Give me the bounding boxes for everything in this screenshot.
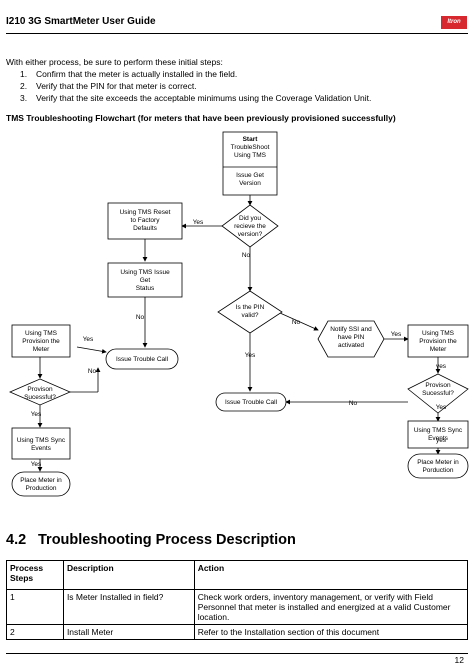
place-left-label-2: Production (25, 485, 56, 492)
edge-label: Yes (391, 331, 402, 338)
pin-label-1: Is the PIN (236, 304, 265, 311)
edge-label: Yes (436, 404, 447, 411)
place-right-label-2: Porduction (422, 467, 453, 474)
sync-right-label-1: Using TMS Sync (414, 427, 463, 434)
issue-call-2 (215, 392, 287, 412)
column-header: Description (62, 560, 195, 590)
intro-text: With either process, be sure to perform … (6, 57, 223, 67)
header-rule (6, 33, 468, 34)
table-cell: Is Meter Installed in field? (62, 589, 195, 625)
edge-label: No (136, 314, 145, 321)
sync-right-box (407, 420, 469, 449)
edge-label: No (292, 319, 301, 326)
prov-right-decision-1: Provison (425, 382, 451, 389)
prov-right-decision-2: Sucessful? (422, 390, 454, 397)
notify-label-3: activated (338, 342, 364, 349)
reset-label-3: Defaults (133, 225, 158, 232)
table-cell: Check work orders, inventory management,… (193, 589, 469, 625)
edge-label: No (242, 252, 251, 259)
sync-left-label-2: Events (31, 445, 52, 452)
edge-label: No (88, 368, 97, 375)
place-left (11, 471, 71, 497)
sync-left-label-1: Using TMS Sync (17, 437, 66, 444)
troubleshooting-flowchart: Start TroubleShoot Using TMS Issue Get V… (8, 131, 469, 497)
notify-box (317, 320, 385, 358)
initial-steps-list: 1.Confirm that the meter is actually ins… (20, 68, 371, 104)
table-cell: 1 (6, 589, 64, 625)
reset-label-2: to Factory (131, 217, 161, 224)
step-item: 1.Confirm that the meter is actually ins… (20, 69, 238, 79)
place-right-label-1: Place Meter in (417, 459, 459, 466)
prov-right-label-1: Using TMS (422, 330, 455, 337)
status-label-3: Status (136, 285, 155, 292)
version-label-1: Did you (239, 215, 261, 222)
issue-call-2-label: Issue Trouble Call (225, 399, 278, 406)
edge-label: yes (436, 437, 447, 444)
section-heading: 4.2 Troubleshooting Process Description (6, 532, 296, 548)
step-item: 2.Verify that the PIN for that meter is … (20, 81, 197, 91)
table-cell: Install Meter (62, 624, 195, 640)
table-cell: 2 (6, 624, 64, 640)
sync-right-label-2: Events (428, 435, 449, 442)
table-header-row: Process Steps Description Action (6, 560, 469, 590)
table-row: 1 Is Meter Installed in field? Check wor… (6, 589, 469, 625)
prov-left-label-3: Meter (33, 346, 50, 353)
start-box (222, 131, 278, 196)
sync-left-box (11, 427, 71, 460)
reset-defaults-box (107, 202, 183, 240)
status-label-1: Using TMS Issue (120, 269, 170, 276)
section-title: Troubleshooting Process Description (38, 532, 296, 548)
version-label-3: version? (238, 231, 263, 238)
table-row: 2 Install Meter Refer to the Installatio… (6, 624, 469, 640)
reset-label-1: Using TMS Reset (120, 209, 171, 216)
itron-logo: Itron (441, 16, 467, 29)
edge-label: Yes (31, 461, 42, 468)
version-label-2: recieve the (234, 223, 266, 230)
process-table: Process Steps Description Action 1 Is Me… (6, 560, 469, 640)
column-header: Process Steps (6, 560, 64, 590)
decision-prov-left (8, 378, 72, 406)
prov-right-label-3: Meter (430, 346, 447, 353)
edge-label: Yes (245, 352, 256, 359)
place-left-label-1: Place Meter in (20, 477, 62, 484)
pin-label-2: valid? (242, 312, 259, 319)
provision-right-box (407, 324, 469, 358)
decision-pin (217, 290, 283, 334)
step-item: 3.Verify that the site exceeds the accep… (20, 93, 372, 103)
provision-left-box (11, 324, 71, 358)
section-number: 4.2 (6, 532, 27, 548)
place-right (407, 453, 469, 479)
footer-rule (6, 653, 468, 654)
notify-label-1: Notify SSI and (330, 326, 372, 333)
decision-prov-right (407, 373, 469, 414)
status-label-2: Get (140, 277, 151, 284)
issue-status-box (107, 262, 183, 298)
prov-left-label-1: Using TMS (25, 330, 58, 337)
prov-left-label-2: Provision the (22, 338, 60, 345)
edge-label: No (349, 400, 358, 407)
edge-label: Yes (193, 219, 204, 226)
edge-label: Yes (83, 336, 94, 343)
issue-call-1-label: Issue Trouble Call (116, 356, 169, 363)
page-number: 12 (454, 655, 464, 665)
prov-left-decision-1: Provison (27, 386, 53, 393)
edge-label: yes (436, 363, 447, 370)
start-label-4: Issue Get (236, 172, 264, 179)
start-label-1: Start (243, 136, 259, 143)
edge-label: Yes (31, 411, 42, 418)
header-title: I210 3G SmartMeter User Guide (6, 16, 156, 27)
prov-left-decision-2: Sucessful? (24, 394, 56, 401)
start-label-5: Version (239, 180, 261, 187)
notify-label-2: have PIN (338, 334, 365, 341)
prov-right-label-2: Provision the (419, 338, 457, 345)
flowchart-title: TMS Troubleshooting Flowchart (for meter… (6, 113, 396, 123)
start-label-2: TroubleShoot (231, 144, 270, 151)
column-header: Action (193, 560, 469, 590)
start-label-3: Using TMS (234, 152, 267, 159)
decision-version (221, 204, 279, 248)
table-cell: Refer to the Installation section of thi… (193, 624, 469, 640)
issue-call-1 (105, 348, 179, 370)
